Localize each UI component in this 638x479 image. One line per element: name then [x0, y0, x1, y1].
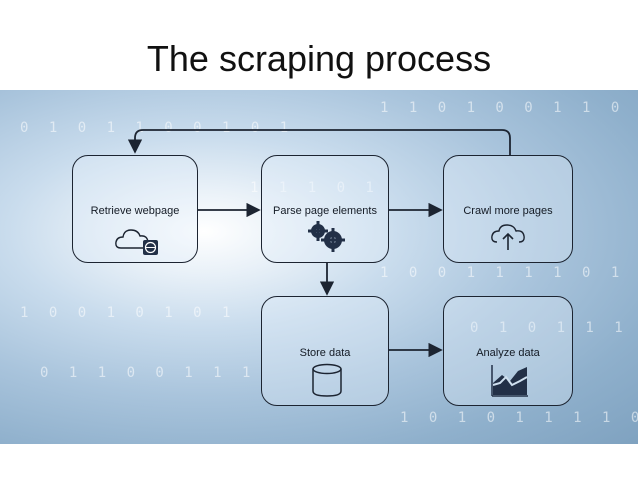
background-binary-row: 1 0 1 0 1 1 1 1 0 [400, 410, 638, 426]
parse-page-elements-box: Parse page elements [261, 155, 389, 263]
gears-icon [308, 221, 345, 252]
diagram-panel: 0 1 0 1 1 0 0 1 0 1 1 1 0 1 0 0 1 1 0 1 … [0, 90, 638, 444]
store-data-box: Store data [261, 296, 389, 406]
store-data-label: Store data [299, 347, 351, 359]
arrow-crawl-to-retrieve [127, 129, 511, 155]
connector-layer [127, 129, 511, 358]
retrieve-webpage-label: Retrieve webpage [90, 205, 180, 217]
analyze-data-label: Analyze data [476, 347, 540, 359]
background-binary-row: 1 0 0 1 0 1 0 1 [20, 305, 237, 321]
database-icon [312, 363, 342, 397]
analyze-data-box: Analyze data [443, 296, 573, 406]
background-binary-row: 0 1 0 1 1 1 [470, 320, 629, 336]
area-chart-icon [491, 365, 528, 397]
parse-page-elements-label: Parse page elements [273, 205, 377, 217]
background-binary-row: 1 1 0 1 0 0 1 1 0 [380, 100, 626, 116]
cloud-globe-icon [115, 229, 158, 255]
crawl-more-pages-label: Crawl more pages [463, 205, 553, 217]
crawl-more-pages-box: Crawl more pages [443, 155, 573, 263]
retrieve-webpage-box: Retrieve webpage [72, 155, 198, 263]
cloud-upload-icon [491, 224, 525, 250]
background-binary-row: 0 1 0 1 1 0 0 1 0 1 [20, 120, 295, 136]
background-binary-row: 1 0 0 1 1 1 1 0 1 [380, 265, 626, 281]
page-title: The scraping process [146, 38, 492, 79]
background-binary-row: 1 1 1 0 1 [250, 180, 380, 196]
background-binary-row: 0 1 1 0 0 1 1 1 [40, 365, 257, 381]
